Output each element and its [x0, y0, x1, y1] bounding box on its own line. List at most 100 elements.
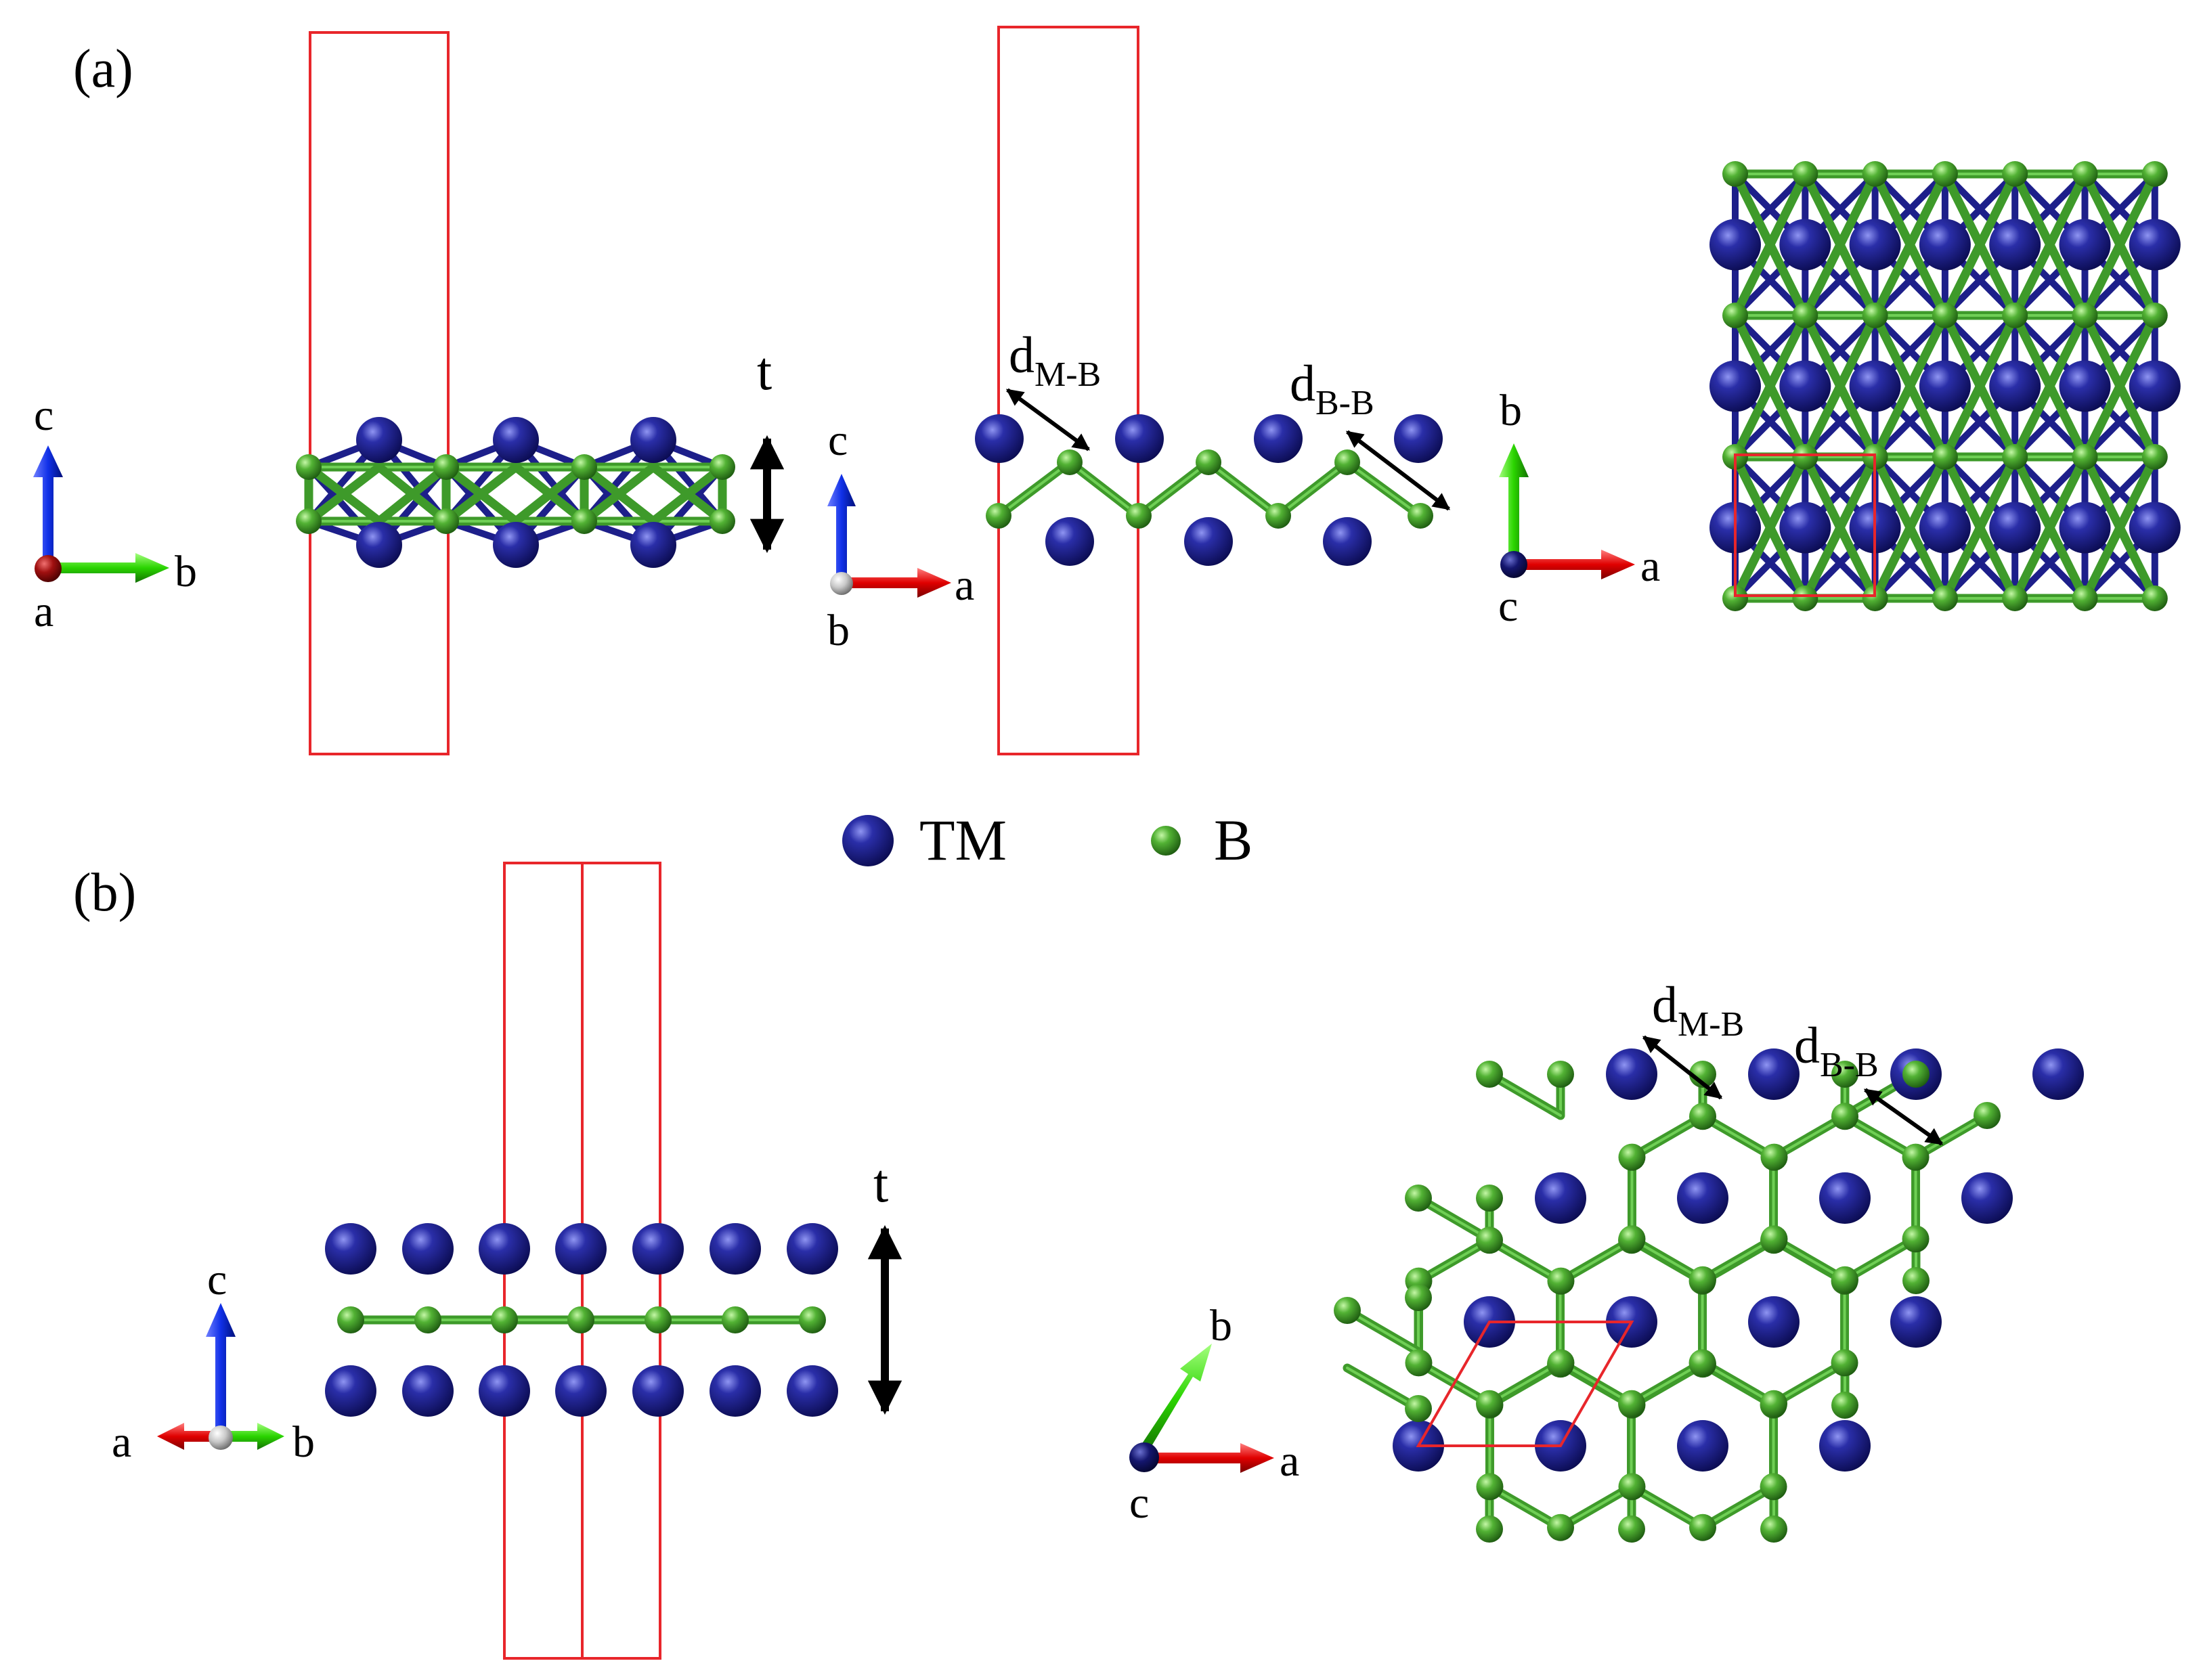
bond	[1701, 1485, 1775, 1529]
bond	[1488, 1239, 1562, 1283]
b-atoms	[296, 454, 735, 534]
b-atom	[1792, 444, 1818, 470]
structure-a-side	[296, 31, 735, 755]
axes-triad-b-top: b a c	[1129, 1301, 1299, 1528]
tm-atom	[1709, 219, 1761, 271]
tm-atom	[1606, 1048, 1657, 1100]
b-atom	[2141, 303, 2168, 328]
distance-bb-main: d	[1290, 355, 1315, 412]
bond	[1871, 169, 1950, 320]
panel-a: (a) c b a	[33, 26, 2181, 755]
tm-atom	[1819, 1172, 1871, 1224]
axis-out-label: b	[827, 606, 850, 655]
tm-atom	[2032, 1048, 2084, 1100]
bond	[1630, 1485, 1704, 1529]
bond	[1800, 311, 1880, 462]
bond	[2010, 452, 2089, 603]
b-atom	[1760, 1516, 1787, 1543]
unit-cell	[1734, 454, 1876, 597]
b-atom	[1760, 1473, 1787, 1501]
b-atom	[1760, 1143, 1788, 1171]
b-atom	[1974, 1102, 2001, 1129]
bond	[1488, 1485, 1562, 1529]
axis-up-label: c	[828, 416, 848, 465]
bond	[1417, 1239, 1491, 1283]
thickness-label: t	[873, 1154, 888, 1214]
axis-up-arrow	[33, 445, 63, 565]
axis-left-arrow	[157, 1423, 221, 1450]
b-atom	[1689, 1103, 1716, 1130]
distance-mb-main: d	[1009, 327, 1034, 384]
tm-atoms	[1709, 219, 2181, 554]
bond	[1346, 1309, 1420, 1353]
b-atom	[2072, 303, 2098, 328]
b-atom	[2141, 161, 2168, 187]
axis-right-arrow	[1514, 550, 1635, 579]
b-atoms	[986, 449, 1433, 529]
axis-right-arrow	[842, 568, 951, 598]
b-atom	[2072, 161, 2098, 187]
b-atom	[1476, 1226, 1503, 1254]
bond	[1772, 1115, 1846, 1159]
b-atom	[1792, 161, 1818, 187]
tm-atom	[1819, 1420, 1871, 1472]
axes-triad-a-mid: c a b	[827, 416, 974, 655]
b-atom	[1547, 1513, 1574, 1541]
axes-triad-b-side: c a b	[112, 1255, 315, 1467]
tm-atoms	[975, 414, 1443, 566]
b-atom	[1792, 303, 1818, 328]
b-atom	[1792, 585, 1818, 611]
tm-atom	[1919, 502, 1971, 554]
tm-atoms	[325, 1223, 838, 1417]
bond	[1844, 1237, 1917, 1281]
b-atom	[1932, 444, 1958, 470]
b-atom	[1760, 1390, 1787, 1417]
distance-mb-main: d	[1652, 977, 1678, 1034]
tm-atom	[1535, 1172, 1586, 1224]
b-atom	[1405, 1284, 1432, 1311]
tm-atom	[1961, 1172, 2013, 1224]
distance-bb-a: dB-B	[1290, 355, 1451, 511]
b-atom	[2002, 303, 2028, 328]
axis-up-label: c	[34, 391, 53, 440]
b-atom	[1902, 1143, 1930, 1171]
b-atom	[1902, 1225, 1930, 1253]
unit-cell	[1416, 1321, 1634, 1447]
axis-diag-arrow	[1139, 1344, 1212, 1454]
legend: TM B	[842, 808, 1252, 872]
b-atom	[1831, 1392, 1858, 1419]
structure-b-side	[325, 862, 838, 1660]
panel-b: (b) c a b	[73, 862, 2084, 1660]
axes-triad-a-side: c b a	[33, 391, 197, 636]
tm-atom	[1919, 219, 1971, 271]
axis-right-label: a	[1280, 1436, 1299, 1486]
bond	[1346, 1367, 1420, 1410]
tm-atom	[1779, 360, 1831, 412]
legend-tm-label: TM	[919, 808, 1007, 872]
legend-b-label: B	[1214, 808, 1252, 872]
b-atom	[2141, 444, 2168, 470]
bond	[2080, 311, 2160, 462]
b-atom	[2002, 585, 2028, 611]
tm-atom	[1890, 1296, 1942, 1348]
b-atom	[1722, 161, 1748, 187]
b-atom	[2072, 444, 2098, 470]
distance-mb-b: dM-B	[1642, 977, 1744, 1100]
axis-up-label: c	[207, 1255, 227, 1304]
axis-out-label: c	[1498, 581, 1518, 631]
tm-atom	[1779, 502, 1831, 554]
b-atoms	[337, 1306, 826, 1333]
tm-atom	[1919, 360, 1971, 412]
b-atom	[1862, 585, 1888, 611]
svg-text:dB-B: dB-B	[1290, 355, 1374, 422]
structure-a-top	[1709, 161, 2181, 611]
axis-up-arrow	[206, 1303, 236, 1438]
b-atom	[1476, 1390, 1503, 1417]
bond	[1915, 1114, 1988, 1158]
b-atom	[1405, 1349, 1433, 1377]
svg-text:dM-B: dM-B	[1009, 327, 1101, 394]
tm-atom	[1849, 219, 1901, 271]
tm-atom	[2129, 360, 2181, 412]
b-atom	[1618, 1143, 1646, 1171]
